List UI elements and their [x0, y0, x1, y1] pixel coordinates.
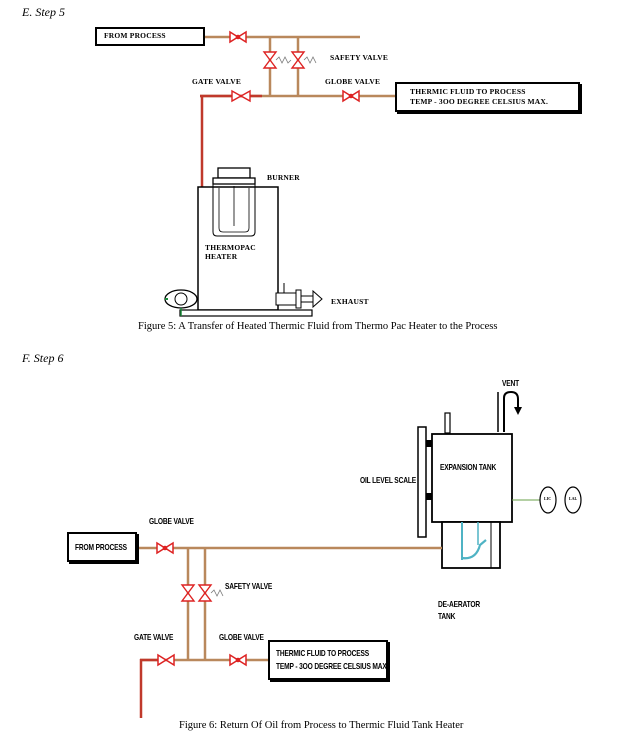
step5-exhaust-label: EXHAUST [331, 297, 369, 306]
step6-thermic-fluid-line1: THERMIC FLUID TO PROCESS [276, 648, 370, 658]
step6-from-process-box [67, 532, 137, 562]
step6-thermic-fluid-line2: TEMP - 3OO DEGREE CELSIUS MAX. [276, 661, 389, 671]
step5-heater-label-line1: THERMOPAC [205, 243, 256, 252]
step5-heater-label-line2: HEATER [205, 252, 238, 261]
step5-gate-valve-icon [231, 89, 251, 103]
step6-gate-valve-label: GATE VALVE [134, 632, 174, 642]
step6-thermic-fluid-box [268, 640, 388, 680]
step6-globe-valve-top-label: GLOBE VALVE [149, 516, 194, 526]
step5-globe-valve-icon [342, 89, 360, 103]
step6-bottom-globe-valve-icon [229, 653, 247, 667]
step5-globe-valve-label: GLOBE VALVE [325, 77, 381, 86]
step6-vent-label: VENT [502, 378, 520, 388]
step6-deaerator-line2: TANK [438, 611, 456, 621]
step5-gate-valve-label: GATE VALVE [192, 77, 242, 86]
figure6-caption: Figure 6: Return Of Oil from Process to … [179, 720, 464, 731]
step5-safety-valve-label: SAFETY VALVE [330, 53, 389, 62]
step5-from-process-box [95, 27, 205, 46]
step6-deaerator-line1: DE-AERATOR [438, 599, 481, 609]
step5-thermic-fluid-line2: TEMP - 3OO DEGREE CELSIUS MAX. [410, 97, 549, 106]
step6-safety-valve-label: SAFETY VALVE [225, 581, 273, 591]
step6-gauge-lic: LIC [544, 496, 552, 501]
step6-safety-valve-left-icon [180, 584, 196, 602]
step6-from-process-label: FROM PROCESS [75, 542, 127, 552]
step5-safety-valve-left-icon [262, 51, 278, 69]
step5-top-globe-valve-icon [229, 30, 247, 44]
step6-heading: F. Step 6 [22, 351, 64, 365]
step6-gauge-lal: LAL [569, 496, 578, 501]
step6-safety-valve-right-icon [197, 584, 213, 602]
step6-top-globe-valve-icon [156, 541, 174, 555]
step5-thermic-fluid-line1: THERMIC FLUID TO PROCESS [410, 87, 526, 96]
step6-globe-valve-bottom-label: GLOBE VALVE [219, 632, 264, 642]
step5-thermic-fluid-box [395, 82, 580, 112]
step5-heading: E. Step 5 [22, 5, 65, 19]
step5-from-process-label: FROM PROCESS [104, 31, 166, 40]
step5-burner-label: BURNER [267, 173, 300, 182]
step6-expansion-tank-label: EXPANSION TANK [440, 462, 497, 472]
step6-gate-valve-icon [157, 653, 175, 667]
figure5-caption: Figure 5: A Transfer of Heated Thermic F… [138, 321, 498, 332]
step6-oil-level-scale-label: OIL LEVEL SCALE [360, 475, 417, 485]
step5-safety-valve-right-icon [290, 51, 306, 69]
